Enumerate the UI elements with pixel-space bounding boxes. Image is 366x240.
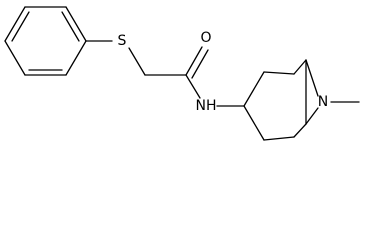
- bond: [185, 74, 201, 99]
- atom-label-sulfur: S: [118, 33, 127, 49]
- structure-diagram: S O NH N: [4, 6, 360, 141]
- bond: [65, 40, 87, 76]
- atom-label-oxygen: O: [200, 30, 211, 46]
- bond: [263, 136, 295, 141]
- phenyl-ring: [4, 6, 87, 76]
- bond: [293, 123, 307, 138]
- bond: [243, 71, 265, 107]
- bond: [4, 6, 26, 42]
- bond: [128, 47, 146, 76]
- bond: [4, 40, 26, 76]
- bond: [305, 107, 319, 125]
- atom-label-bridge-nitrogen: N: [318, 94, 328, 110]
- tropane-ring: [243, 59, 319, 141]
- bond: [263, 71, 295, 75]
- bond: [65, 6, 87, 42]
- double-bond-inner: [11, 11, 30, 42]
- atom-label-amide-nitrogen: NH: [196, 98, 217, 114]
- carbonyl-bond: [185, 46, 203, 76]
- bond: [293, 59, 307, 75]
- double-bond-inner: [61, 11, 80, 42]
- bond: [305, 59, 319, 97]
- carbonyl-bond: [191, 49, 209, 79]
- bond: [243, 105, 265, 141]
